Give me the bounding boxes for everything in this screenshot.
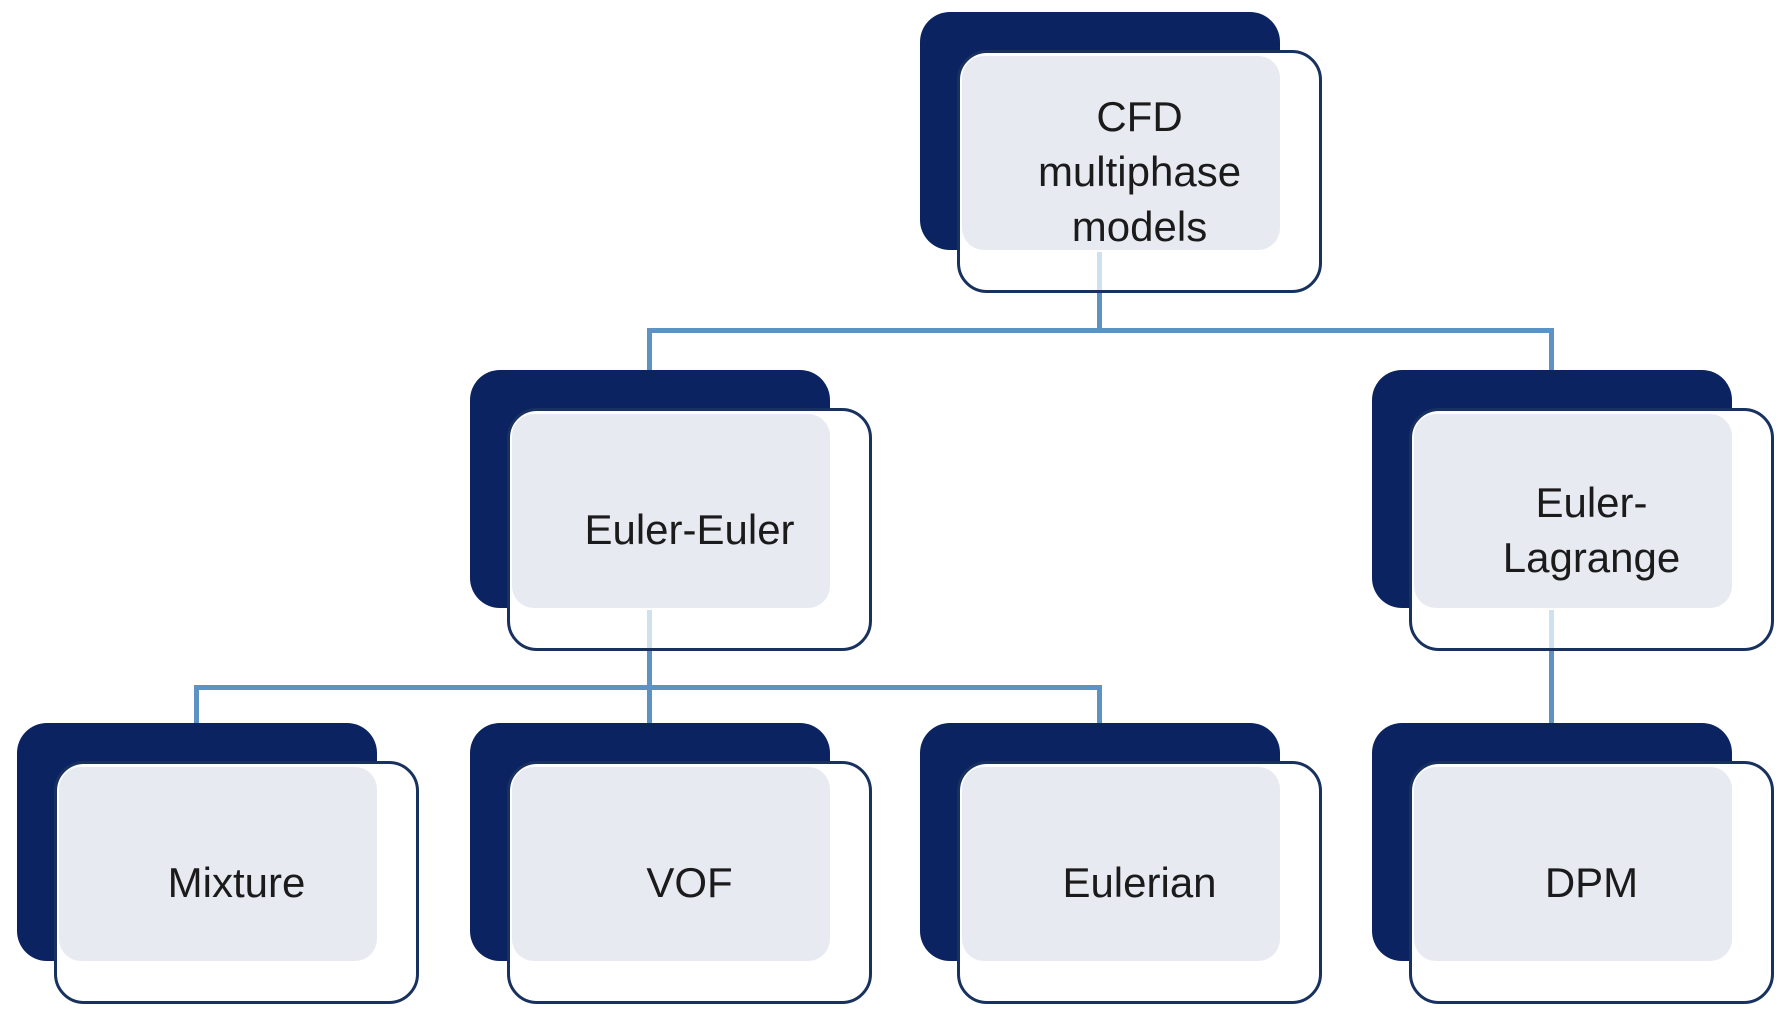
node-label: VOF — [646, 859, 733, 906]
connector-drop-mixture — [194, 685, 199, 723]
node-fill-panel — [59, 767, 377, 961]
node-fill-panel — [512, 414, 830, 608]
node-fill-panel — [1414, 414, 1732, 608]
node-label: Euler-Euler — [584, 506, 795, 553]
node-fill-panel — [962, 767, 1280, 961]
connector-stub-through-card — [1097, 252, 1102, 290]
connector-drop-euler-euler — [647, 328, 652, 370]
node-euler-lagrange: Euler-Lagrange — [1372, 370, 1774, 651]
node-cfd-multiphase-models: CFD multiphase models — [920, 12, 1322, 293]
connector-euler-lagrange-to-dpm — [1549, 651, 1554, 723]
node-fill-panel — [512, 767, 830, 961]
connector-stub-through-card — [1549, 610, 1554, 648]
node-label: Eulerian — [1062, 859, 1217, 906]
connector-stub-through-card — [647, 610, 652, 648]
connector-drop-euler-lagrange — [1549, 328, 1554, 370]
node-euler-euler: Euler-Euler — [470, 370, 872, 651]
node-eulerian: Eulerian — [920, 723, 1322, 1004]
node-label: CFD multiphase models — [1037, 93, 1242, 250]
node-vof: VOF — [470, 723, 872, 1004]
node-label: Euler-Lagrange — [1502, 478, 1681, 581]
node-fill-panel — [1414, 767, 1732, 961]
node-dpm: DPM — [1372, 723, 1774, 1004]
connector-level3-horizontal — [194, 685, 1102, 690]
connector-root-down — [1097, 293, 1102, 330]
connector-drop-eulerian — [1097, 685, 1102, 723]
node-label: Mixture — [167, 859, 306, 906]
node-mixture: Mixture — [17, 723, 419, 1004]
node-fill-panel — [962, 56, 1280, 250]
node-label: DPM — [1544, 859, 1639, 906]
connector-level2-horizontal — [647, 328, 1554, 333]
